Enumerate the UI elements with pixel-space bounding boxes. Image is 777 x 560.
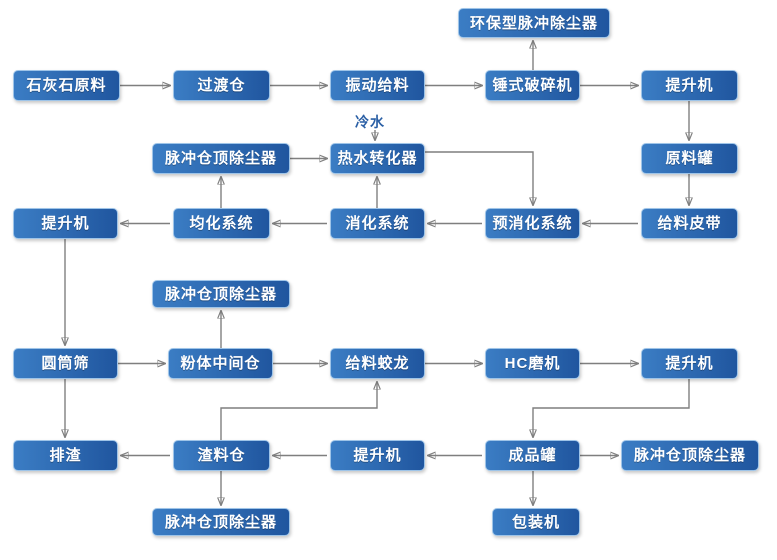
node-pre-slaking-system[interactable]: 预消化系统 [485, 208, 580, 239]
node-packing-machine[interactable]: 包装机 [492, 508, 580, 536]
node-huanbao-dust-collector[interactable]: 环保型脉冲除尘器 [458, 8, 610, 38]
node-pulse-silo-dust-collector-2[interactable]: 脉冲仓顶除尘器 [152, 280, 290, 308]
node-pulse-silo-dust-collector-1[interactable]: 脉冲仓顶除尘器 [152, 143, 290, 174]
node-slag-discharge[interactable]: 排渣 [13, 440, 118, 471]
node-slaking-system[interactable]: 消化系统 [330, 208, 425, 239]
node-elevator-4[interactable]: 提升机 [330, 440, 425, 471]
node-transition-bin[interactable]: 过渡仓 [173, 70, 270, 101]
node-label: 给料皮带 [657, 215, 722, 232]
node-label: 提升机 [665, 355, 714, 372]
node-powder-intermediate-bin[interactable]: 粉体中间仓 [168, 348, 273, 379]
node-hc-mill[interactable]: HC磨机 [485, 348, 580, 379]
node-elevator-1[interactable]: 提升机 [641, 70, 738, 101]
node-feed-belt[interactable]: 给料皮带 [641, 208, 738, 239]
node-elevator-3[interactable]: 提升机 [641, 348, 738, 379]
node-label: 消化系统 [345, 215, 410, 232]
node-label: 振动给料 [345, 77, 410, 94]
node-label: HC磨机 [504, 355, 561, 372]
node-finished-product-tank[interactable]: 成品罐 [485, 440, 580, 471]
node-raw-material-tank[interactable]: 原料罐 [641, 143, 738, 174]
node-label: 排渣 [49, 447, 82, 464]
node-label: 脉冲仓顶除尘器 [164, 513, 277, 531]
node-label: 脉冲仓顶除尘器 [164, 150, 277, 167]
node-slag-silo[interactable]: 渣料仓 [173, 440, 270, 471]
node-label: 提升机 [665, 77, 714, 94]
node-limestone-raw-material[interactable]: 石灰石原料 [13, 70, 120, 101]
node-label: 渣料仓 [197, 447, 246, 464]
node-label: 过渡仓 [197, 77, 246, 94]
node-pulse-silo-dust-collector-3[interactable]: 脉冲仓顶除尘器 [621, 440, 759, 471]
node-label: 热水转化器 [337, 150, 418, 167]
node-label: 环保型脉冲除尘器 [469, 14, 598, 32]
node-label: 成品罐 [508, 447, 557, 464]
node-label: 给料蛟龙 [345, 355, 410, 372]
node-label: 脉冲仓顶除尘器 [633, 447, 746, 464]
node-hot-water-converter[interactable]: 热水转化器 [330, 143, 425, 174]
node-screw-feeder[interactable]: 给料蛟龙 [330, 348, 425, 379]
label-text: 冷水 [355, 114, 385, 130]
node-label: 均化系统 [189, 215, 254, 232]
node-label: 原料罐 [665, 150, 714, 167]
node-label: 圆筒筛 [41, 355, 90, 372]
node-label: 粉体中间仓 [180, 355, 261, 372]
node-label: 脉冲仓顶除尘器 [164, 285, 277, 303]
edge-tisheng3-chengpinguan [533, 379, 690, 437]
edge-reshui-yuxiaohua [425, 151, 533, 205]
node-pulse-silo-dust-collector-4[interactable]: 脉冲仓顶除尘器 [152, 508, 290, 536]
node-label: 提升机 [41, 215, 90, 232]
node-label: 预消化系统 [492, 215, 573, 232]
node-label: 石灰石原料 [26, 77, 107, 94]
node-homogenization-system[interactable]: 均化系统 [173, 208, 270, 239]
node-elevator-2[interactable]: 提升机 [13, 208, 118, 239]
node-vibrating-feeder[interactable]: 振动给料 [330, 70, 425, 101]
node-label: 包装机 [511, 513, 560, 531]
edge-zhaliaocang-jiaolong [220, 382, 377, 440]
node-hammer-crusher[interactable]: 锤式破碎机 [485, 70, 580, 101]
node-trommel-screen[interactable]: 圆筒筛 [13, 348, 118, 379]
node-label: 提升机 [353, 447, 402, 464]
node-label: 锤式破碎机 [492, 77, 573, 94]
label-cold-water: 冷水 [355, 112, 385, 132]
